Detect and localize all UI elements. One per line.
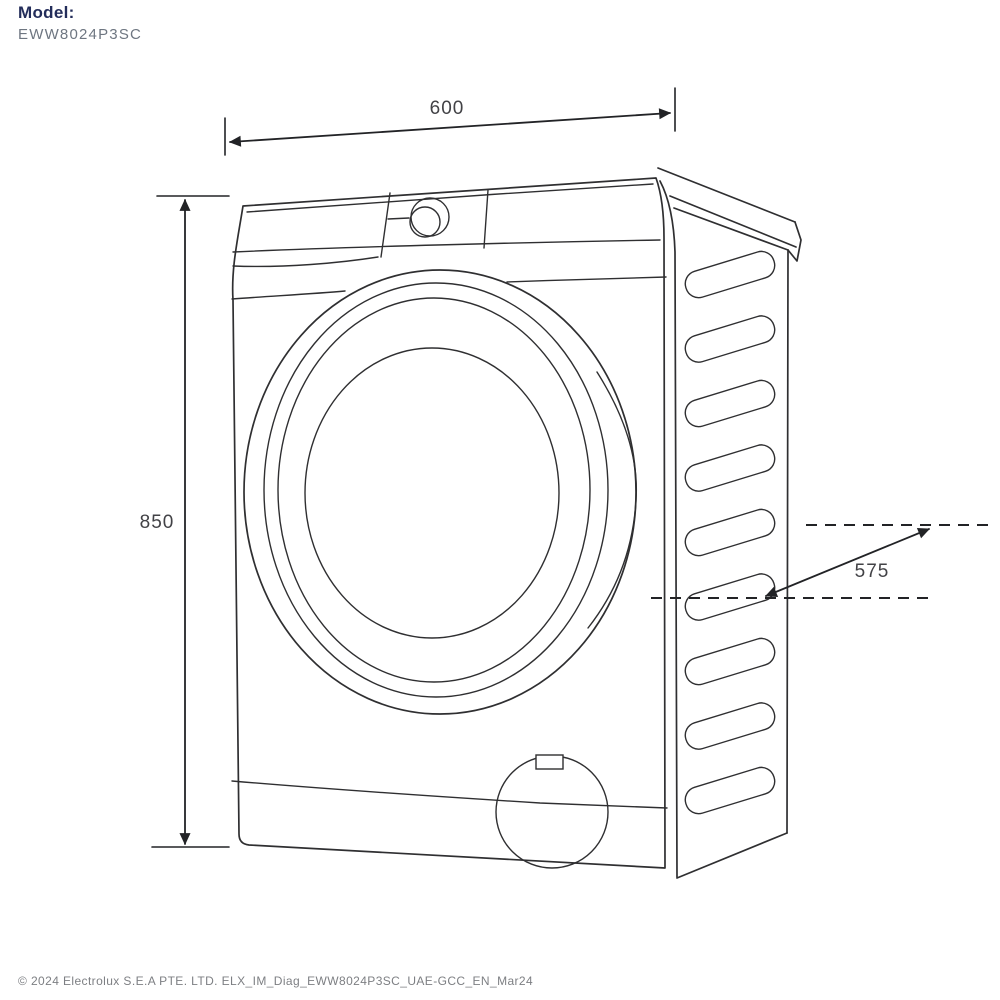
side-panel (673, 207, 789, 879)
dimension-width: 600 (224, 87, 676, 156)
worktop-bottom-edge (669, 195, 797, 248)
control-panel (231, 189, 667, 300)
kick-panel (231, 754, 668, 869)
panel-divider-left (380, 192, 391, 258)
dimension-depth: 575 (651, 523, 990, 600)
front-top-inner-line (246, 183, 654, 213)
door-outer-ring (243, 269, 637, 715)
door-ring-2 (263, 282, 609, 698)
dimension-height: 850 (140, 195, 230, 848)
model-label: Model: (18, 3, 75, 22)
trim-band-right (506, 276, 667, 283)
front-outline (231, 177, 666, 869)
door-ring-3 (277, 297, 591, 683)
worktop-top-edge (657, 167, 796, 223)
width-dimension-label: 600 (430, 98, 465, 119)
model-block: Model: EWW8024P3SC (18, 3, 142, 43)
copyright-text: © 2024 Electrolux S.E.A PTE. LTD. ELX_IM… (18, 974, 534, 988)
detergent-drawer-lip (232, 256, 379, 268)
depth-dimension-label: 575 (855, 561, 890, 582)
pump-cover-notch (535, 754, 564, 770)
kick-panel-line (231, 780, 668, 809)
door (243, 269, 638, 715)
model-number: EWW8024P3SC (18, 26, 143, 43)
panel-bottom-line (232, 239, 661, 253)
front-face (231, 177, 678, 878)
door-glass (304, 347, 560, 639)
selector-knob (387, 197, 450, 238)
worktop-end-cap (787, 221, 802, 262)
side-vent-slots (684, 250, 776, 815)
width-arrow-line (228, 108, 672, 147)
side-top-edge (673, 207, 789, 251)
pump-access-cover (495, 754, 609, 869)
trim-band-left (231, 290, 346, 300)
top-panel (657, 167, 802, 262)
height-dimension-label: 850 (140, 512, 175, 533)
side-back-edge (786, 249, 789, 834)
depth-arrow-line (764, 528, 931, 597)
door-rim-crescent (587, 371, 638, 629)
front-side-fold (659, 180, 678, 878)
side-bottom-edge (676, 832, 788, 879)
panel-divider-right (483, 189, 489, 249)
knob-pointer-tick (387, 217, 410, 220)
